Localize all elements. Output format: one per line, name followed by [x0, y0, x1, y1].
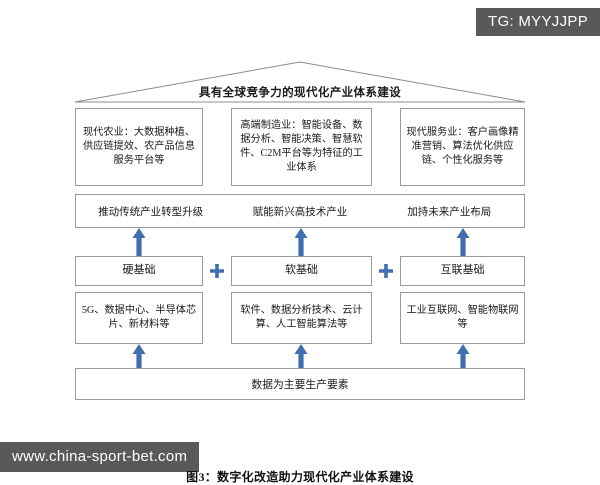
- roof-shape: 具有全球竞争力的现代化产业体系建设: [75, 60, 525, 105]
- base-band-data: 数据为主要生产要素: [75, 368, 525, 400]
- roof-title: 具有全球竞争力的现代化产业体系建设: [198, 87, 402, 99]
- detail-box-interconnect: 工业互联网、智能物联网等: [400, 292, 525, 344]
- base-band-data-label: 数据为主要生产要素: [251, 379, 349, 391]
- arrow-up-icon-interconnect-to-strategy: [456, 228, 470, 256]
- strategy-band: 推动传统产业转型升级 赋能新兴高技术产业 加持未来产业布局: [75, 194, 525, 228]
- industry-system-diagram: 具有全球竞争力的现代化产业体系建设 现代农业：大数据种植、供应链提效、农产品信息…: [0, 60, 600, 484]
- sector-box-manufacturing: 高端制造业：智能设备、数据分析、智能决策、智慧软件、C2M平台等为特征的工业体系: [231, 108, 372, 186]
- sector-box-agriculture-label: 现代农业：大数据种植、供应链提效、农产品信息服务平台等: [82, 126, 196, 167]
- sector-box-services-label: 现代服务业：客户画像精准营销、算法优化供应链、个性化服务等: [406, 126, 519, 167]
- arrow-up-icon-soft-to-strategy: [294, 228, 308, 256]
- arrow-up-icon-hard-to-strategy: [132, 228, 146, 256]
- plus-icon-soft-interconnect: [378, 263, 394, 279]
- sector-box-services: 现代服务业：客户画像精准营销、算法优化供应链、个性化服务等: [400, 108, 525, 186]
- strategy-label-emerging-tech: 赋能新兴高技术产业: [252, 206, 348, 218]
- sector-box-manufacturing-label: 高端制造业：智能设备、数据分析、智能决策、智慧软件、C2M平台等为特征的工业体系: [240, 119, 363, 174]
- watermark-top-right: TG: MYYJJPP: [476, 8, 600, 36]
- detail-box-hard: 5G、数据中心、半导体芯片、新材料等: [75, 292, 203, 344]
- watermark-bottom-left: www.china-sport-bet.com: [0, 442, 200, 472]
- detail-box-hard-label: 5G、数据中心、半导体芯片、新材料等: [81, 304, 197, 330]
- foundation-box-soft: 软基础: [231, 256, 372, 286]
- detail-box-interconnect-label: 工业互联网、智能物联网等: [406, 304, 519, 330]
- sector-box-agriculture: 现代农业：大数据种植、供应链提效、农产品信息服务平台等: [75, 108, 203, 186]
- strategy-label-future-layout: 加持未来产业布局: [407, 206, 492, 218]
- arrow-up-icon-data-to-hard: [132, 344, 146, 368]
- arrow-up-icon-data-to-interconnect: [456, 344, 470, 368]
- foundation-box-soft-label: 软基础: [285, 264, 318, 277]
- foundation-box-hard-label: 硬基础: [122, 264, 156, 277]
- arrow-up-icon-data-to-soft: [294, 344, 308, 368]
- figure-caption: 图3：数字化改造助力现代化产业体系建设: [186, 470, 414, 484]
- plus-icon-hard-soft: [209, 263, 225, 279]
- foundation-box-interconnect: 互联基础: [400, 256, 525, 286]
- foundation-box-hard: 硬基础: [75, 256, 203, 286]
- detail-box-soft: 软件、数据分析技术、云计算、人工智能算法等: [231, 292, 372, 344]
- detail-box-soft-label: 软件、数据分析技术、云计算、人工智能算法等: [240, 304, 363, 330]
- foundation-box-interconnect-label: 互联基础: [440, 264, 485, 277]
- strategy-label-traditional-upgrade: 推动传统产业转型升级: [98, 206, 204, 218]
